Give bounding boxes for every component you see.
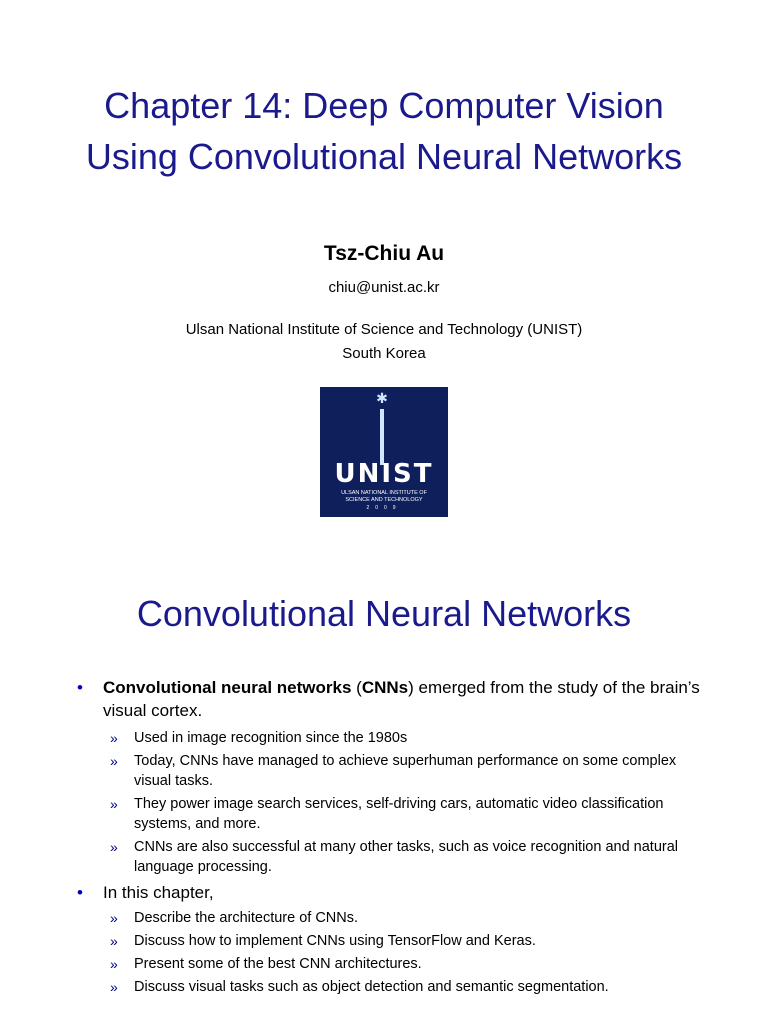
bullet-item: • In this chapter, xyxy=(76,881,716,904)
sub-bullet-item: » Discuss how to implement CNNs using Ten… xyxy=(76,931,716,951)
sub-bullet-text: CNNs are also successful at many other t… xyxy=(134,839,679,875)
slide-title: Convolutional Neural Networks xyxy=(136,593,632,634)
author-name: Tsz-Chiu Au xyxy=(323,242,445,265)
logo-bar xyxy=(380,409,384,465)
logo-wordmark: UNIST xyxy=(334,459,434,489)
author-email: chiu@unist.ac.kr xyxy=(328,279,440,296)
sub-bullet-text: Present some of the best CNN architectur… xyxy=(134,956,422,972)
sub-bullet-item: » Discuss visual tasks such as object det… xyxy=(76,977,716,997)
bullet-icon: • xyxy=(77,678,83,697)
bullet-bold-text: CNNs xyxy=(361,678,409,697)
sub-bullet-item: » Describe the architecture of CNNs. xyxy=(76,908,716,928)
content-slide: Convolutional Neural Networks • Convolut… xyxy=(0,570,768,1024)
slide-title: Chapter 14: Deep Computer Vision Using C… xyxy=(0,80,768,182)
sub-bullet-text: Discuss how to implement CNNs using Tens… xyxy=(134,933,536,949)
chevron-right-icon: » xyxy=(110,979,118,995)
star-icon: ✱ xyxy=(376,390,388,406)
chevron-right-icon: » xyxy=(110,839,118,855)
bullet-bold-text: Convolutional neural networks xyxy=(103,678,352,697)
unist-logo: ✱ UNIST ULSAN NATIONAL INSTITUTE OF SCIE… xyxy=(320,387,448,517)
logo-subtitle-line-1: ULSAN NATIONAL INSTITUTE OF xyxy=(341,490,427,496)
title-slide: Chapter 14: Deep Computer Vision Using C… xyxy=(0,80,768,517)
chevron-right-icon: » xyxy=(110,956,118,972)
bullet-list: • Convolutional neural networks (CNNs) e… xyxy=(76,676,716,997)
title-line-2: Using Convolutional Neural Networks xyxy=(85,136,683,177)
title-line-1: Chapter 14: Deep Computer Vision xyxy=(104,85,664,126)
bullet-text: ( xyxy=(351,678,362,697)
sub-bullet-text: Describe the architecture of CNNs. xyxy=(134,910,359,926)
bullet-icon: • xyxy=(77,883,83,902)
chevron-right-icon: » xyxy=(110,753,118,769)
logo-year: 2009 xyxy=(366,505,402,511)
sub-bullet-text: Discuss visual tasks such as object dete… xyxy=(134,979,609,995)
sub-bullet-item: » CNNs are also successful at many other … xyxy=(76,837,716,877)
sub-bullet-item: » Present some of the best CNN architectu… xyxy=(76,954,716,974)
chevron-right-icon: » xyxy=(110,933,118,949)
sub-bullet-text: Used in image recognition since the 1980… xyxy=(134,730,408,746)
bullet-item: • Convolutional neural networks (CNNs) e… xyxy=(76,676,716,722)
sub-bullet-item: » Today, CNNs have managed to achieve sup… xyxy=(76,751,716,791)
institution-country: South Korea xyxy=(342,345,426,362)
sub-bullet-item: » Used in image recognition since the 198… xyxy=(76,728,716,748)
bullet-text: In this chapter, xyxy=(103,883,214,902)
chevron-right-icon: » xyxy=(110,796,118,812)
sub-bullet-text: Today, CNNs have managed to achieve supe… xyxy=(134,753,677,789)
logo-subtitle: ULSAN NATIONAL INSTITUTE OF SCIENCE AND … xyxy=(320,490,448,503)
chevron-right-icon: » xyxy=(110,910,118,926)
institution: Ulsan National Institute of Science and … xyxy=(0,318,768,366)
bullet-text: ) emerged from the study of the brain’s … xyxy=(103,678,700,720)
logo-subtitle-line-2: SCIENCE AND TECHNOLOGY xyxy=(345,496,423,503)
sub-bullet-text: They power image search services, self-d… xyxy=(134,796,664,832)
chevron-right-icon: » xyxy=(110,730,118,746)
institution-name: Ulsan National Institute of Science and … xyxy=(185,321,583,338)
sub-bullet-item: » They power image search services, self-… xyxy=(76,794,716,834)
